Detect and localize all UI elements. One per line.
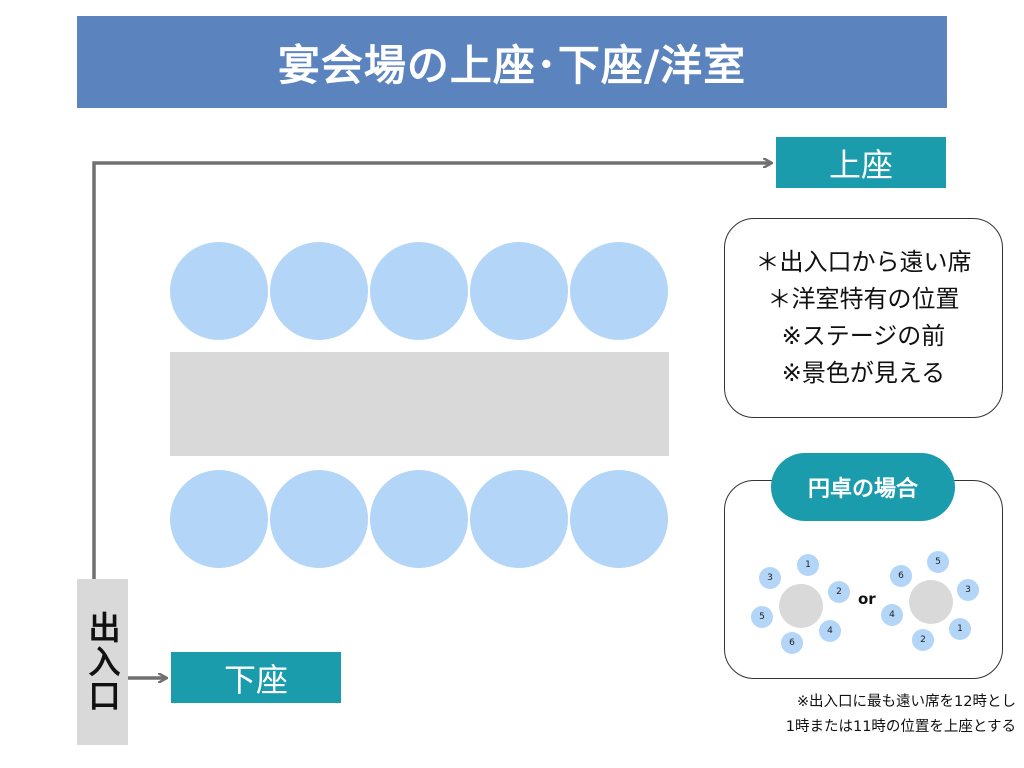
mini-seat: 4 xyxy=(881,604,903,626)
footnote: ※出入口に最も遠い席を12時とし 1時または11時の位置を上座とする xyxy=(706,690,1024,740)
mini-seat: 3 xyxy=(759,567,781,589)
or-label: or xyxy=(858,590,876,608)
note-line: ＊出入口から遠い席 xyxy=(755,248,972,276)
mini-seat: 1 xyxy=(797,554,819,576)
mini-seat: 5 xyxy=(927,551,949,573)
note-line: ※景色が見える xyxy=(781,359,946,387)
mini-seat: 2 xyxy=(912,629,934,651)
footnote-line: 1時または11時の位置を上座とする xyxy=(785,719,1016,735)
seat xyxy=(570,242,668,340)
entrance-label: 出入口 xyxy=(83,611,122,713)
kamiza-notes: ＊出入口から遠い席 ＊洋室特有の位置 ※ステージの前 ※景色が見える xyxy=(724,218,1003,418)
seat xyxy=(370,470,468,568)
mini-seat: 2 xyxy=(828,581,850,603)
entrance-box: 出入口 xyxy=(77,579,128,745)
long-table xyxy=(170,352,669,456)
mini-seat: 5 xyxy=(751,606,773,628)
mini-seat: 3 xyxy=(957,579,979,601)
mini-seat: 6 xyxy=(781,632,803,654)
page-title: 宴会場の上座･下座/洋室 xyxy=(277,40,747,90)
seat xyxy=(170,470,268,568)
seat xyxy=(570,470,668,568)
seat xyxy=(270,242,368,340)
arrow-to-kamiza xyxy=(92,163,770,579)
round-table-label: 円卓の場合 xyxy=(771,453,955,521)
round-table-left xyxy=(779,584,823,628)
shimoza-tag: 下座 xyxy=(171,652,341,703)
kamiza-tag: 上座 xyxy=(776,137,946,188)
seat xyxy=(470,242,568,340)
seat xyxy=(370,242,468,340)
round-table-right xyxy=(909,580,953,624)
mini-seat: 4 xyxy=(819,620,841,642)
mini-seat: 6 xyxy=(890,565,912,587)
note-line: ※ステージの前 xyxy=(781,322,946,350)
seat xyxy=(170,242,268,340)
note-line: ＊洋室特有の位置 xyxy=(767,285,960,313)
seat xyxy=(270,470,368,568)
footnote-line: ※出入口に最も遠い席を12時とし xyxy=(796,694,1016,710)
seat xyxy=(470,470,568,568)
mini-seat: 1 xyxy=(949,618,971,640)
title-bar: 宴会場の上座･下座/洋室 xyxy=(77,16,947,108)
